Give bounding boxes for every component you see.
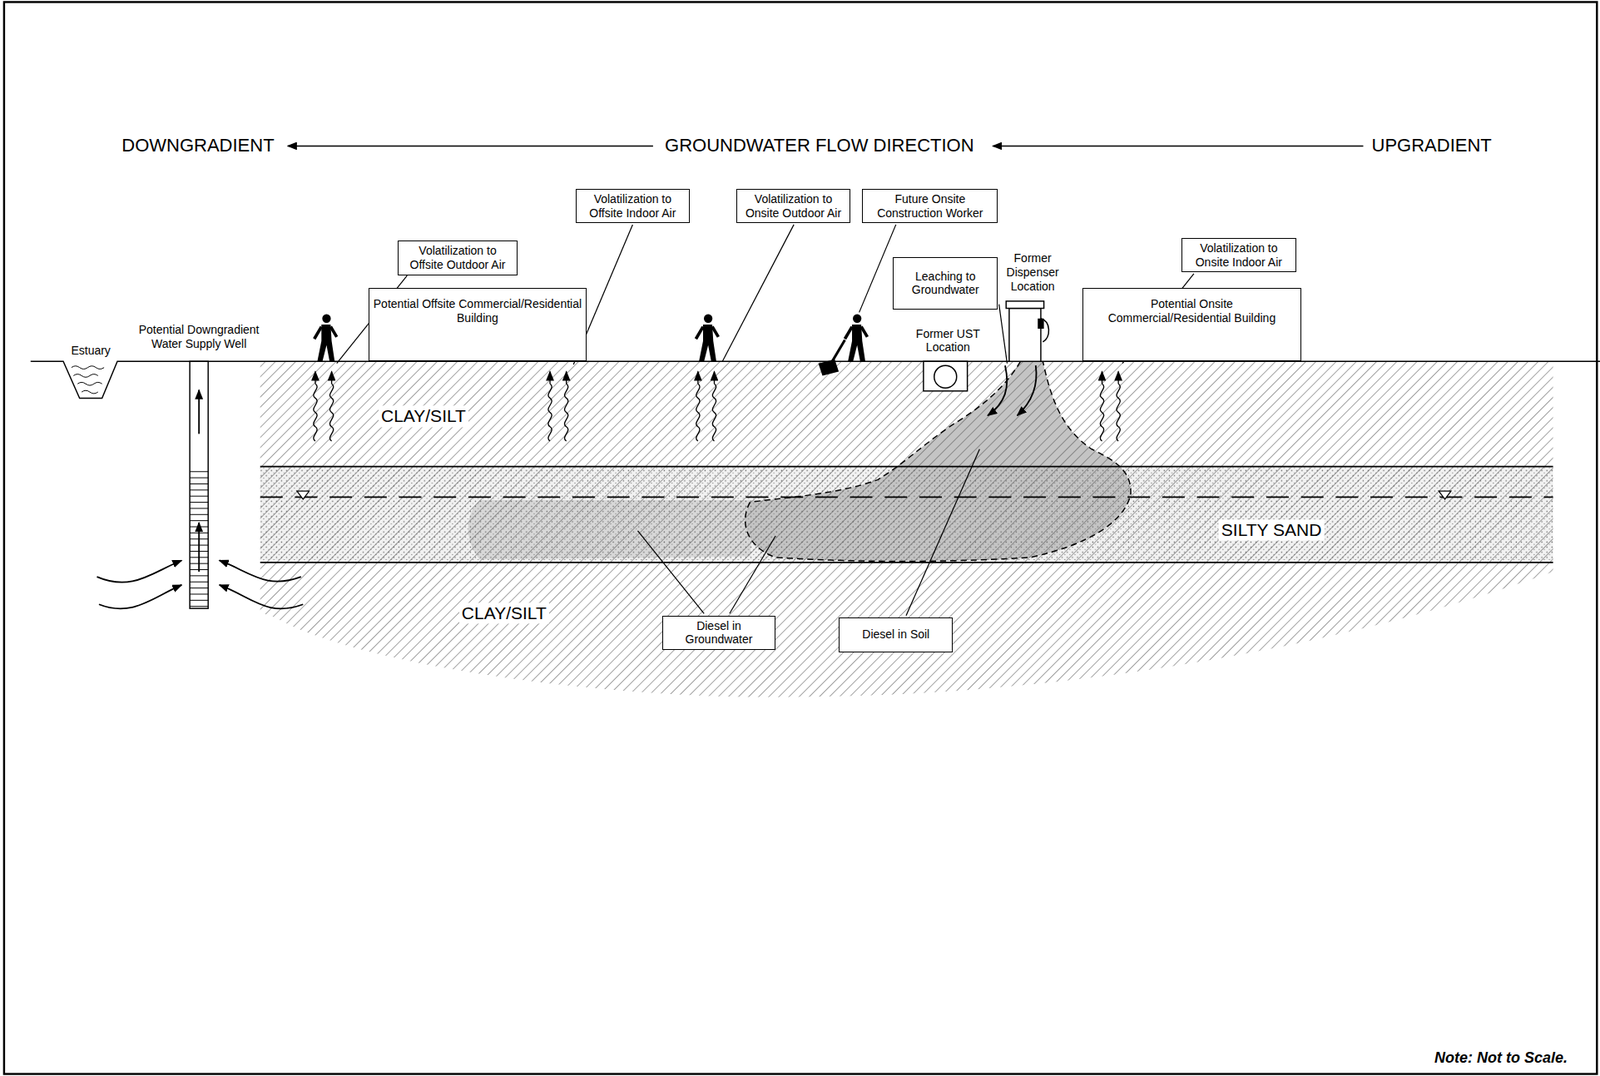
callout-box: Future Onsite Construction Worker: [861, 188, 998, 224]
box-text: Volatilization to Onsite Indoor Air: [1186, 241, 1291, 270]
box-text: Diesel in Groundwater: [667, 619, 771, 648]
feature-label: Potential Downgradient Water Supply Well: [123, 322, 275, 352]
callout-box: Volatilization to Offsite Outdoor Air: [397, 240, 517, 276]
box-text: Potential Onsite Commercial/Residential …: [1087, 297, 1296, 326]
box-text: Future Onsite Construction Worker: [866, 192, 993, 221]
building-box: Potential Offsite Commercial/Residential…: [368, 287, 587, 362]
box-text: Diesel in Soil: [861, 627, 930, 642]
callout-box: Leaching to Groundwater: [892, 257, 998, 310]
box-text: Leaching to Groundwater: [897, 269, 993, 298]
building-box: Potential Onsite Commercial/Residential …: [1082, 287, 1301, 362]
layer-name: CLAY/SILT: [459, 602, 550, 624]
callout-box: Volatilization to Onsite Outdoor Air: [736, 188, 850, 224]
box-text: Volatilization to Offsite Indoor Air: [580, 192, 685, 221]
layer-name: CLAY/SILT: [378, 406, 469, 427]
layer-name: SILTY SAND: [1218, 519, 1325, 540]
box-text: Volatilization to Offsite Outdoor Air: [402, 243, 512, 273]
feature-label: Former UST Location: [903, 326, 992, 356]
callout-box: Diesel in Groundwater: [662, 615, 776, 651]
box-text: Volatilization to Onsite Outdoor Air: [741, 192, 845, 221]
callout-box: Diesel in Soil: [838, 617, 953, 653]
callout-box: Volatilization to Onsite Indoor Air: [1181, 237, 1296, 273]
box-text: Potential Offsite Commercial/Residential…: [373, 297, 582, 326]
flow-heading: UPGRADIENT: [1369, 134, 1495, 157]
note: Note: Not to Scale.: [1431, 1049, 1571, 1068]
feature-label: Estuary: [68, 342, 113, 357]
flow-heading: DOWNGRADIENT: [118, 134, 277, 157]
flow-heading: GROUNDWATER FLOW DIRECTION: [662, 134, 977, 157]
callout-box: Volatilization to Offsite Indoor Air: [575, 188, 690, 224]
feature-label: Former Dispenser Location: [996, 251, 1069, 293]
